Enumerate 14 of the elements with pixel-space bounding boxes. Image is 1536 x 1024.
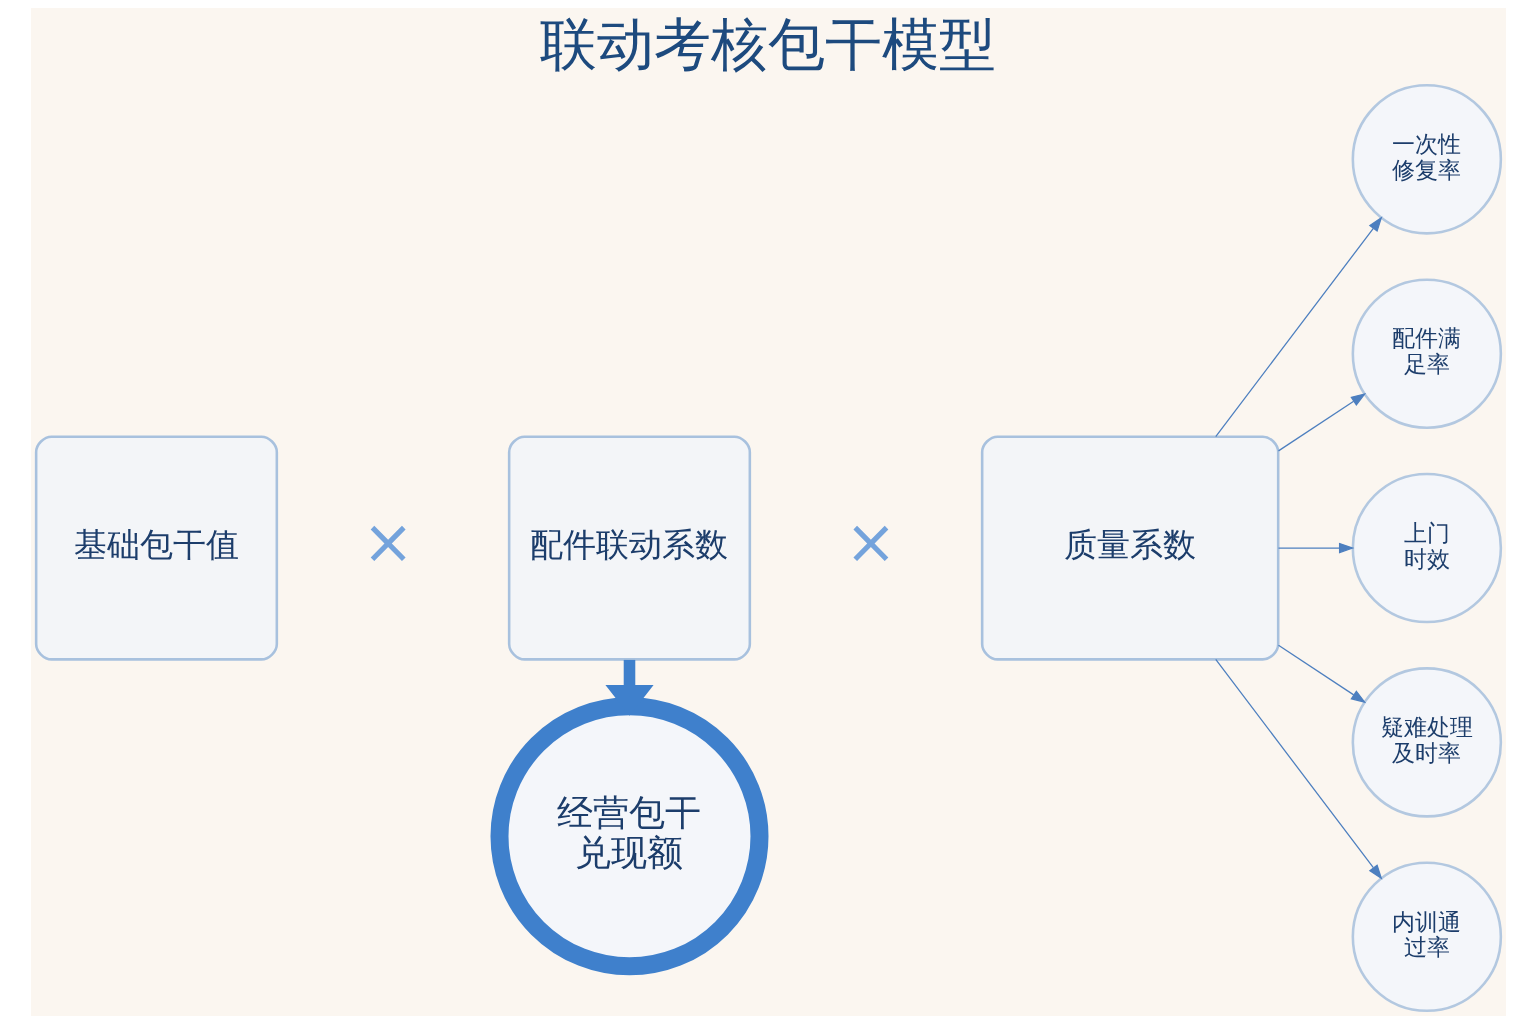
arrow [604,659,654,716]
label: × [361,506,414,579]
arrow [1277,644,1366,704]
label: × [844,506,897,579]
node-circle: 经营包干兑现额 [490,697,768,976]
node-box: 质量系数 [980,435,1279,661]
diagram-title: 联动考核包干模型 [540,10,996,77]
node-box: 配件联动系数 [507,435,751,661]
arrow [1277,392,1366,452]
node-box: 基础包干值 [34,435,278,661]
arrow [1214,216,1382,438]
node-circle: 上门时效 [1351,472,1502,624]
arrow [1214,658,1382,880]
arrow [1277,542,1354,554]
